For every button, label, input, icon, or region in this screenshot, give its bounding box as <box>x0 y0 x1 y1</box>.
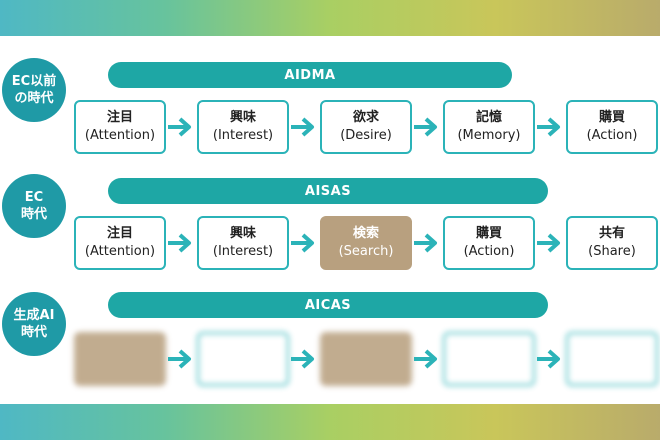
step-jp: 共有 <box>598 226 625 241</box>
step-jp: 記憶 <box>475 110 502 125</box>
step-box-blurred <box>74 332 166 386</box>
step-box-interest: 興味 (Interest) <box>197 216 289 270</box>
model-band-aisas: AISAS <box>108 178 548 204</box>
step-box-share: 共有 (Share) <box>566 216 658 270</box>
arrow-icon <box>166 116 194 138</box>
arrow-icon <box>412 232 440 254</box>
arrow-icon <box>412 116 440 138</box>
step-jp: 興味 <box>229 110 256 125</box>
step-en: (Attention) <box>84 128 156 143</box>
step-jp: 興味 <box>229 226 256 241</box>
step-jp: 注目 <box>106 110 133 125</box>
step-box-blurred <box>443 332 535 386</box>
arrow-icon <box>166 348 194 370</box>
step-box-attention: 注目 (Attention) <box>74 100 166 154</box>
arrow-icon <box>535 348 563 370</box>
step-box-search: 検索 (Search) <box>320 216 412 270</box>
arrow-icon <box>289 348 317 370</box>
step-box-memory: 記憶 (Memory) <box>443 100 535 154</box>
era-circle-pre-ec: EC以前 の時代 <box>2 58 66 122</box>
step-en: (Attention) <box>84 244 156 259</box>
step-box-blurred <box>566 332 658 386</box>
model-band-aidma: AIDMA <box>108 62 512 88</box>
step-box-action: 購買 (Action) <box>443 216 535 270</box>
step-en: (Action) <box>586 128 638 143</box>
arrow-icon <box>166 232 194 254</box>
step-en: (Desire) <box>340 128 392 143</box>
step-en: (Interest) <box>212 128 274 143</box>
era-circle-ec: EC 時代 <box>2 174 66 238</box>
arrow-icon <box>535 232 563 254</box>
step-box-interest: 興味 (Interest) <box>197 100 289 154</box>
step-en: (Search) <box>338 244 394 259</box>
step-en: (Action) <box>463 244 515 259</box>
arrow-icon <box>535 116 563 138</box>
step-jp: 購買 <box>598 110 625 125</box>
step-jp: 注目 <box>106 226 133 241</box>
arrow-icon <box>289 116 317 138</box>
step-box-blurred <box>320 332 412 386</box>
step-box-action: 購買 (Action) <box>566 100 658 154</box>
step-jp: 検索 <box>352 226 379 241</box>
step-en: (Interest) <box>212 244 274 259</box>
step-en: (Memory) <box>457 128 521 143</box>
step-jp: 欲求 <box>352 110 379 125</box>
step-box-attention: 注目 (Attention) <box>74 216 166 270</box>
step-jp: 購買 <box>475 226 502 241</box>
era-circle-gen-ai: 生成AI 時代 <box>2 292 66 356</box>
step-box-blurred <box>197 332 289 386</box>
arrow-icon <box>412 348 440 370</box>
step-box-desire: 欲求 (Desire) <box>320 100 412 154</box>
model-band-aicas: AICAS <box>108 292 548 318</box>
step-en: (Share) <box>588 244 636 259</box>
arrow-icon <box>289 232 317 254</box>
